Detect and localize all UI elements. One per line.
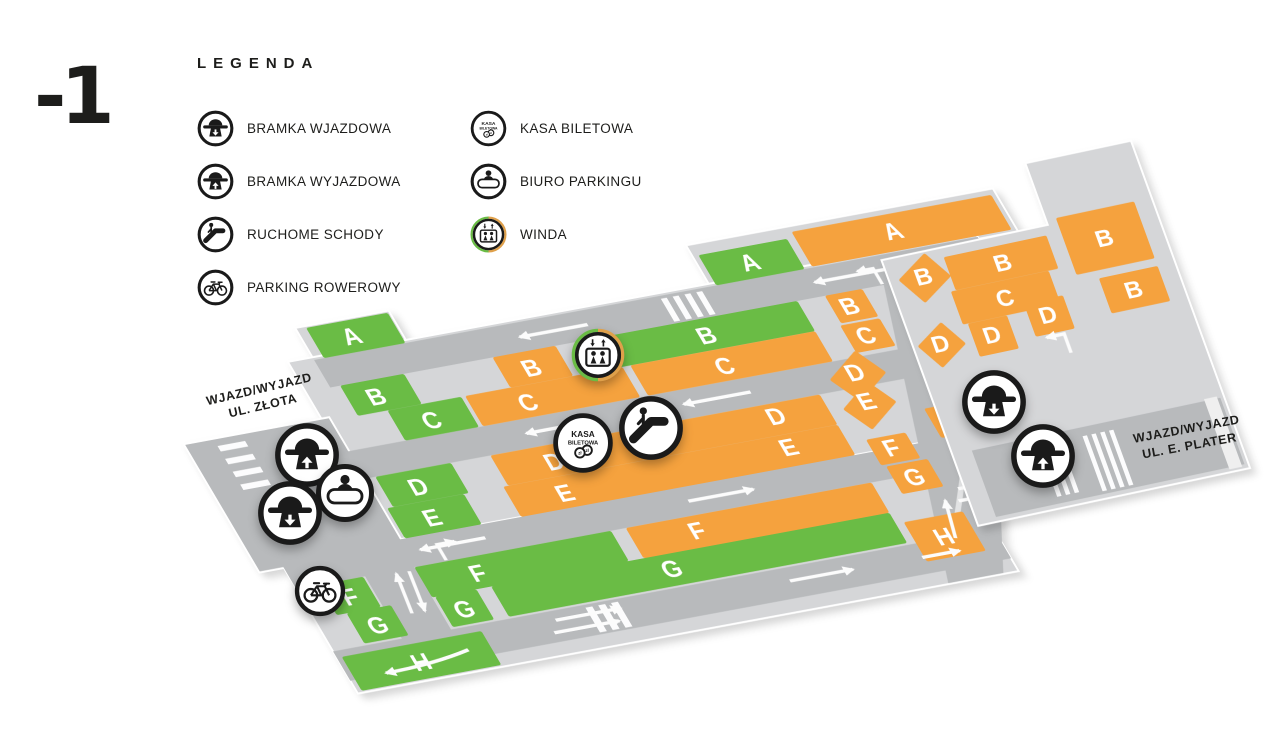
- crosswalk-zlota: [217, 440, 271, 491]
- parking-zone: G: [435, 589, 494, 627]
- legend-item-label: BIURO PARKINGU: [520, 174, 642, 189]
- ticket-office-icon: [470, 110, 507, 147]
- bike-parking-icon: [197, 269, 234, 306]
- parking-zone: B: [825, 289, 878, 324]
- map-icon-elevator: [571, 328, 625, 382]
- parking-zone: B: [1056, 201, 1155, 275]
- parking-zone: A: [699, 239, 804, 286]
- parking-zone: EE: [503, 425, 855, 517]
- parking-zone: D: [918, 322, 966, 368]
- parking-zone: F: [626, 482, 889, 558]
- parking-zone: C: [951, 271, 1061, 325]
- legend-item-label: PARKING ROWEROWY: [247, 280, 401, 295]
- legend-item-entry-gate: BRAMKA WJAZDOWA: [197, 110, 422, 147]
- crosswalk-r1: [660, 291, 716, 322]
- parking-zone: B: [493, 346, 573, 388]
- parking-zone: B: [944, 235, 1058, 291]
- map-icon-exit-gate-plater: [1014, 427, 1072, 485]
- legend-item-label: BRAMKA WJAZDOWA: [247, 121, 392, 136]
- plater-road-end: [1203, 396, 1243, 470]
- legend-item-elevator: WINDA: [470, 216, 695, 253]
- parking-zone: B: [899, 253, 951, 303]
- exit-gate-icon: [197, 163, 234, 200]
- parking-zone: C: [465, 367, 640, 427]
- map-icon-entry-gate-zlota: [261, 484, 319, 542]
- parking-office-icon: [470, 163, 507, 200]
- legend-item-exit-gate: BRAMKA WYJAZDOWA: [197, 163, 422, 200]
- elevator-icon: [470, 216, 507, 253]
- map-icon-bike-parking: [297, 568, 343, 614]
- legend-item-ticket-office: KASA BILETOWA: [470, 110, 695, 147]
- parking-zone: D: [1024, 295, 1075, 337]
- parking-zone: B: [340, 374, 422, 416]
- parking-zone: D: [968, 315, 1019, 357]
- parking-zone: F: [415, 531, 628, 598]
- legend-item-label: KASA BILETOWA: [520, 121, 634, 136]
- parking-zone: E: [843, 381, 896, 430]
- parking-zone: E: [387, 494, 481, 539]
- parking-zone: B: [1099, 266, 1170, 314]
- parking-zone: C: [388, 397, 479, 441]
- legend-item-bike-parking: PARKING ROWEROWY: [197, 269, 422, 306]
- parking-zone: A: [306, 313, 405, 358]
- legend-item-label: BRAMKA WYJAZDOWA: [247, 174, 401, 189]
- map-icon-ticket-office: [556, 416, 611, 471]
- parking-zone: C: [840, 318, 895, 353]
- legend-item-label: WINDA: [520, 227, 567, 242]
- parking-zone: A: [792, 195, 1011, 267]
- map-icon-escalator: [622, 399, 680, 457]
- escalator-icon: [197, 216, 234, 253]
- legend-title: LEGENDA: [197, 55, 320, 72]
- parking-zone: G: [886, 459, 943, 494]
- entry-gate-icon: [197, 110, 234, 147]
- legend-item-escalator: RUCHOME SCHODY: [197, 216, 422, 253]
- legend: LEGENDA BRAMKA WJAZDOWA BRAMKA WYJAZDOWA…: [197, 55, 695, 306]
- parking-zone: G: [491, 513, 907, 617]
- level-indicator: -1: [34, 52, 115, 142]
- map-icon-parking-office: [319, 467, 372, 520]
- legend-item-label: RUCHOME SCHODY: [247, 227, 384, 242]
- parking-zone: G: [347, 605, 408, 644]
- traffic-arrows-right: [1044, 330, 1073, 354]
- parking-zone: F: [866, 432, 920, 466]
- map-icon-entry-gate-plater: [965, 373, 1023, 431]
- parking-zone: B: [599, 301, 815, 368]
- parking-zone: C: [631, 331, 833, 396]
- parking-zone: D: [376, 463, 468, 507]
- map-main-section: AAABBBBCCCCDDDDEEEEEFFFFGGGGGHH: [182, 187, 1087, 695]
- legend-item-parking-office: BIURO PARKINGU: [470, 163, 695, 200]
